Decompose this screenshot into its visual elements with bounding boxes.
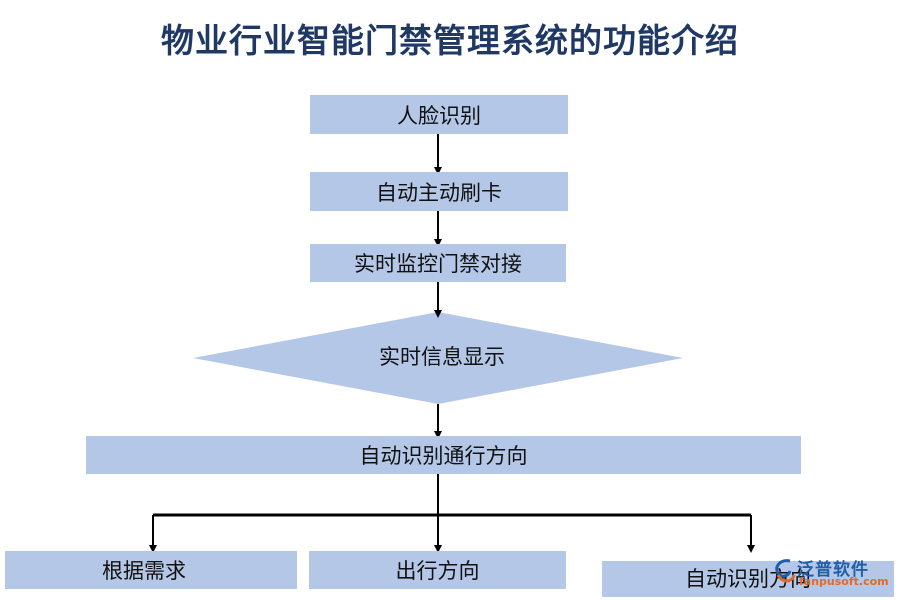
info-display-label: 实时信息显示 [379, 345, 505, 369]
monitor-door-box: 实时监控门禁对接 [310, 244, 566, 282]
page-title: 物业行业智能门禁管理系统的功能介绍 [161, 21, 739, 60]
auto-card-box: 自动主动刷卡 [310, 172, 568, 211]
exit-direction-box: 出行方向 [309, 551, 566, 589]
logo-swirl-icon [775, 559, 796, 583]
face-recognition-box: 人脸识别 [310, 95, 568, 134]
auto-direction-2-box: 自动识别方向 [602, 561, 894, 597]
info-display-diamond [193, 312, 683, 404]
fanpusoft-logo: 泛普软件 fanpusoft.com [772, 555, 894, 595]
auto-direction-box: 自动识别通行方向 [86, 436, 801, 474]
on-demand-box: 根据需求 [5, 551, 297, 589]
logo-url: fanpusoft.com [799, 575, 889, 588]
logo-name: 泛普软件 [797, 560, 869, 580]
